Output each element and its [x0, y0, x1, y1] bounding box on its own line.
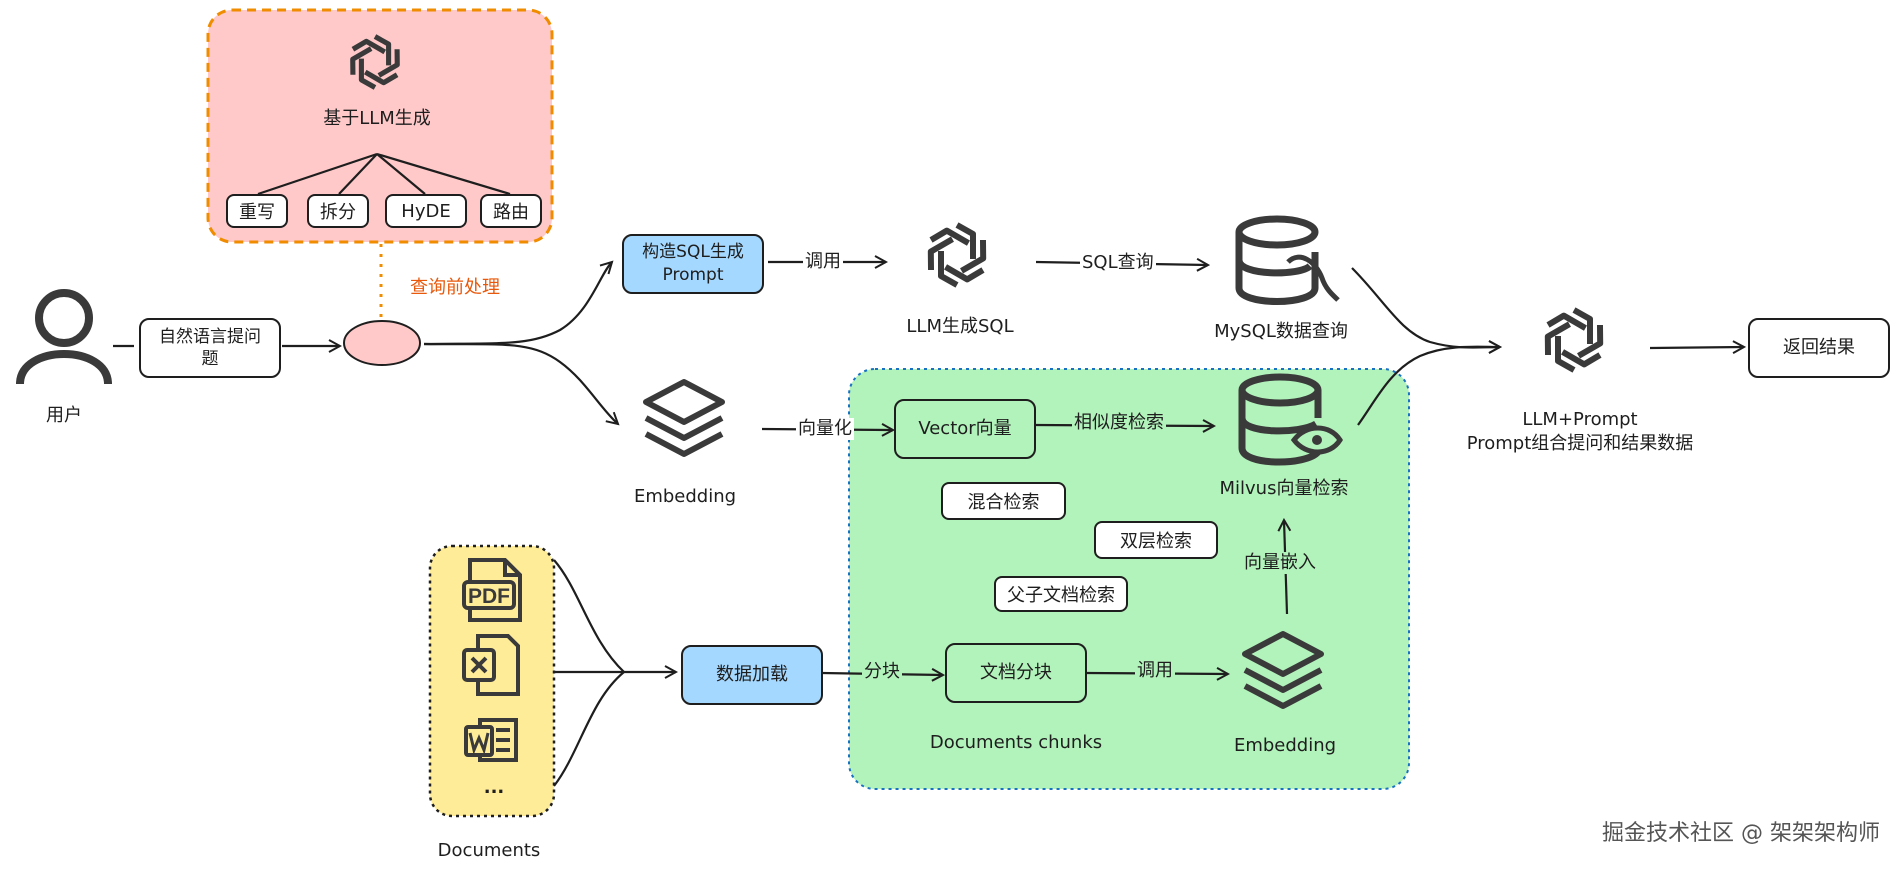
- chip-rewrite[interactable]: 重写: [226, 194, 288, 228]
- mysql-label: MySQL数据查询: [1214, 321, 1348, 342]
- embedding-icon: [646, 382, 722, 454]
- pdf-file-icon: [462, 558, 522, 622]
- docs-more: ...: [483, 777, 505, 798]
- data-load-box[interactable]: 数据加载: [681, 645, 823, 705]
- edge-query-sql: [423, 262, 612, 346]
- pdf-file-label: PDF: [468, 585, 510, 608]
- word-file-icon: [464, 718, 518, 762]
- llm-prompt-icon: [1540, 310, 1608, 370]
- user-label: 用户: [46, 405, 82, 426]
- llm-prompt-label: LLM+Prompt Prompt组合提问和结果数据: [1466, 409, 1694, 454]
- edge-label-call-sql: 调用: [803, 251, 843, 273]
- edge-query-embedding: [423, 342, 618, 424]
- mysql-database-icon: [1235, 215, 1340, 305]
- llm-sql-label: LLM生成SQL: [906, 316, 1014, 337]
- pre-query-panel: [206, 8, 554, 244]
- chunk-box[interactable]: 文档分块: [945, 643, 1087, 703]
- chip-split[interactable]: 拆分: [307, 194, 369, 228]
- embedding-2-label: Embedding: [1233, 735, 1337, 756]
- sql-prompt-box[interactable]: 构造SQL生成 Prompt: [622, 234, 764, 294]
- milvus-database-icon: [1238, 373, 1343, 466]
- chunk-label: Documents chunks: [929, 732, 1103, 753]
- edge-label-chunk: 分块: [862, 661, 902, 683]
- edge-mysql-final: [1351, 267, 1500, 348]
- watermark: 掘金技术社区 @ 架架架构师: [1602, 821, 1880, 846]
- vector-box[interactable]: Vector向量: [894, 399, 1036, 459]
- edge-label-sql-query: SQL查询: [1080, 252, 1156, 274]
- edge-final-result: [1649, 347, 1744, 348]
- edges: [113, 262, 1744, 787]
- strategy-two-layer[interactable]: 双层检索: [1094, 521, 1218, 559]
- pre-query-tree: [257, 152, 511, 196]
- chip-hyde[interactable]: HyDE: [385, 194, 467, 228]
- question-box[interactable]: 自然语言提问 题: [139, 318, 281, 378]
- strategy-hybrid[interactable]: 混合检索: [941, 482, 1066, 520]
- edge-label-vectorize: 向量化: [796, 418, 854, 440]
- edge-docs-word: [553, 671, 625, 787]
- edge-label-call-embed: 调用: [1135, 660, 1175, 682]
- query-node[interactable]: [343, 320, 421, 366]
- embedding-label: Embedding: [633, 486, 737, 507]
- documents-label: Documents: [437, 840, 541, 861]
- edge-label-embed: 向量嵌入: [1242, 552, 1318, 574]
- strategy-parent-child[interactable]: 父子文档检索: [994, 576, 1128, 612]
- excel-file-icon: [462, 634, 520, 696]
- result-box[interactable]: 返回结果: [1748, 318, 1890, 378]
- edge-label-similarity: 相似度检索: [1072, 412, 1166, 434]
- milvus-label: Milvus向量检索: [1219, 478, 1349, 499]
- pre-query-title: 基于LLM生成: [323, 108, 431, 129]
- edge-milvus-final: [1357, 347, 1500, 426]
- chip-route[interactable]: 路由: [480, 194, 542, 228]
- user-icon: [16, 289, 112, 385]
- pre-query-connector-label: 查询前处理: [410, 277, 500, 298]
- edge-docs-pdf: [553, 559, 625, 673]
- llm-sql-icon: [923, 225, 991, 285]
